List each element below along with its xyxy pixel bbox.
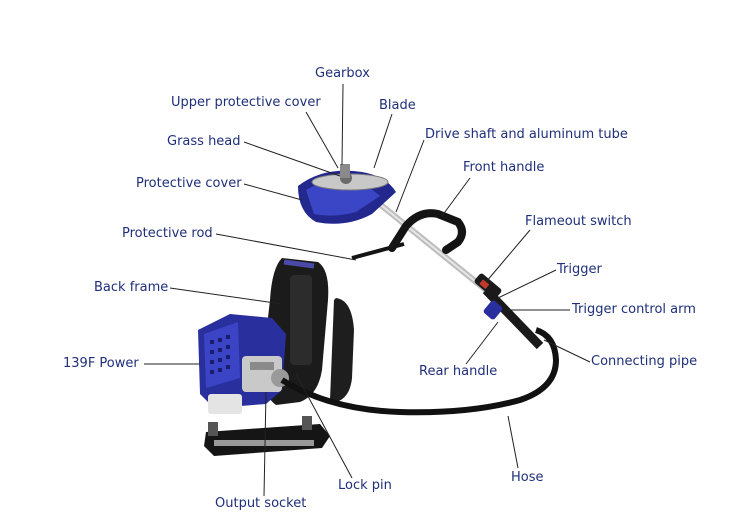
leader-upper-protective-cover [305,111,339,169]
leader-trigger [497,269,557,299]
leader-gearbox [341,83,344,166]
base-plate-shape [204,416,330,456]
label-blade: Blade [379,98,416,113]
label-drive-shaft: Drive shaft and aluminum tube [425,127,628,142]
leader-blade [373,113,393,169]
label-flameout-switch: Flameout switch [525,214,632,229]
leader-grass-head [243,141,341,177]
leader-flameout-switch [485,229,531,283]
label-rear-handle: Rear handle [419,364,498,379]
leader-front-handle [441,177,471,217]
label-gearbox: Gearbox [315,66,370,81]
label-connecting-pipe: Connecting pipe [591,354,698,369]
front-handle-shape [351,209,466,260]
label-trigger: Trigger [557,262,602,277]
blade-head-shape [298,164,396,224]
label-protective-rod: Protective rod [122,226,213,241]
label-back-frame: Back frame [94,280,169,295]
leader-rear-handle [465,321,499,365]
label-power: 139F Power [63,356,139,371]
engine-shape [198,314,289,414]
label-protective-cover: Protective cover [136,176,242,191]
label-front-handle: Front handle [463,160,545,175]
leader-lock-pin [295,373,353,479]
hose-shape [280,327,560,416]
label-hose: Hose [511,470,544,485]
leader-drive-shaft [395,139,425,213]
leader-protective-cover [243,183,303,201]
leader-back-frame [169,287,283,305]
leader-lines [144,83,591,497]
leader-hose [507,415,519,469]
leader-output-socket [263,391,267,497]
label-lock-pin: Lock pin [338,478,392,493]
leader-connecting-pipe [543,339,591,363]
label-grass-head: Grass head [167,134,241,149]
label-trigger-control-arm: Trigger control arm [572,302,696,317]
leader-protective-rod [215,233,357,261]
label-output-socket: Output socket [215,496,307,511]
rear-handle-shape [474,273,503,320]
label-upper-protective-cover: Upper protective cover [171,95,321,110]
